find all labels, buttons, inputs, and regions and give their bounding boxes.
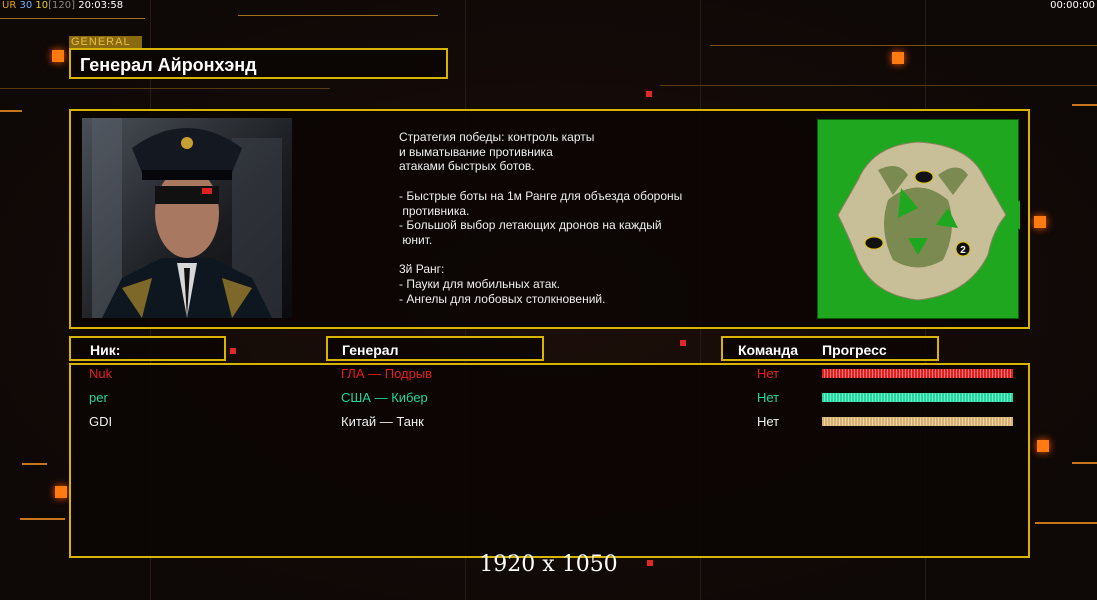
status-ur: UR — [2, 0, 17, 11]
status-bar: UR 30 10[120] 20:03:58 — [2, 0, 123, 11]
player-team: Нет — [757, 366, 780, 381]
team-progress-header: Команда Прогресс — [721, 336, 939, 361]
progress-header-label: Прогресс — [822, 342, 887, 358]
player-progress-bar — [822, 417, 1013, 426]
player-general: США — Кибер — [341, 390, 428, 405]
general-header-label: Генерал — [342, 342, 399, 358]
page-title: Генерал Айронхэнд — [80, 55, 257, 75]
nick-header-label: Ник: — [90, 342, 121, 358]
general-portrait — [82, 118, 292, 318]
nick-header: Ник: — [69, 336, 226, 361]
resolution-label: 1920 x 1050 — [479, 552, 618, 577]
team-header-label: Команда — [738, 342, 798, 358]
player-team: Нет — [757, 390, 780, 405]
title-box: Генерал Айронхэнд — [69, 48, 448, 79]
status-time: 20:03:58 — [78, 0, 124, 11]
player-nick: Nuk — [89, 366, 113, 381]
status-value-1: 30 — [19, 0, 33, 11]
player-team: Нет — [757, 414, 780, 429]
player-progress-bar — [822, 369, 1013, 378]
player-general: Китай — Танк — [341, 414, 424, 429]
general-description: Стратегия победы: контроль карты и вымат… — [399, 130, 683, 306]
player-nick: GDI — [89, 414, 113, 429]
general-header: Генерал — [326, 336, 544, 361]
map-preview[interactable]: 2 — [817, 119, 1020, 319]
player-progress-bar — [822, 393, 1013, 402]
map-marker: 2 — [960, 245, 966, 256]
status-value-2: 10 — [35, 0, 49, 11]
game-clock: 00:00:00 — [1050, 0, 1095, 11]
player-nick: per — [89, 390, 108, 405]
status-value-3: [120] — [48, 0, 76, 11]
general-tag: GENERAL — [69, 36, 142, 48]
player-general: ГЛА — Подрыв — [341, 366, 433, 381]
